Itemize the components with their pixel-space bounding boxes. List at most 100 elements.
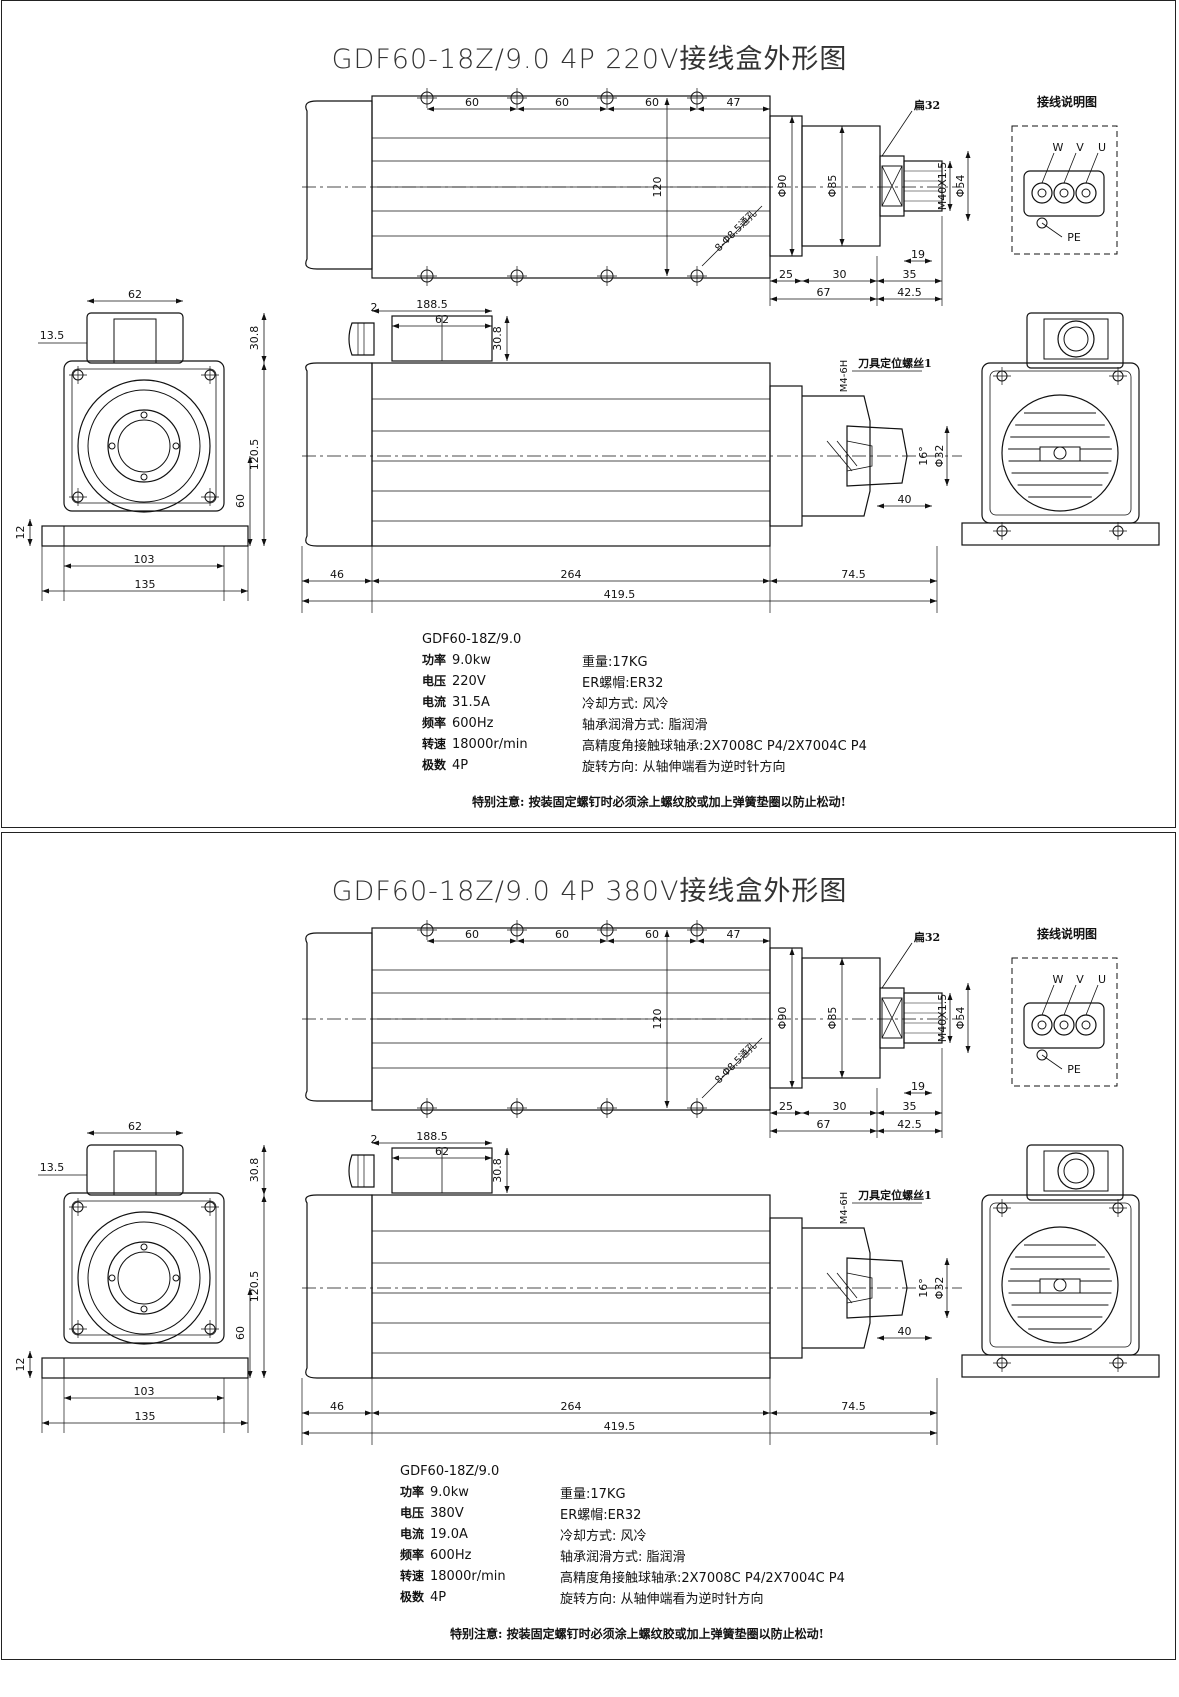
dimension-label: 35 xyxy=(903,1100,917,1113)
dimension-arrow xyxy=(27,519,33,526)
terminal-pin xyxy=(1081,1020,1091,1030)
spindle-nose xyxy=(801,125,881,247)
dimension-arrow xyxy=(839,1071,845,1078)
bore-circle xyxy=(107,409,181,483)
collet-nut-side xyxy=(846,1257,908,1319)
dimension-arrow xyxy=(870,296,877,302)
dimension-arrow xyxy=(904,258,911,264)
dimension-arrow xyxy=(517,938,524,944)
dimension-label: Φ54 xyxy=(954,1007,967,1030)
dimension-label: 19 xyxy=(911,248,925,261)
dimension-label: 188.5 xyxy=(416,1130,448,1143)
terminal-ring xyxy=(1075,1014,1097,1036)
holes-note: 8-Φ8.5通孔 xyxy=(713,1040,759,1086)
dimension-label: 120 xyxy=(651,177,664,198)
screw-note: 刀具定位螺丝1 xyxy=(858,1188,932,1202)
dimension-arrow xyxy=(935,1128,942,1134)
spec-line: 冷却方式: 风冷 xyxy=(582,697,669,712)
leader-line xyxy=(701,1037,763,1099)
dimension-label: Φ90 xyxy=(776,1007,789,1030)
terminal-ring xyxy=(1053,182,1075,204)
pe-leader xyxy=(1041,222,1063,238)
dimension-arrow xyxy=(839,126,845,133)
pe-symbol xyxy=(1036,217,1048,229)
dimension-arrow xyxy=(947,993,953,1000)
rear-mounting-foot xyxy=(961,522,1160,546)
junction-box-cover xyxy=(113,1150,157,1196)
dimension-arrow xyxy=(372,308,379,314)
dimension-label: 62 xyxy=(435,313,449,326)
dimension-label: Φ85 xyxy=(826,1007,839,1030)
dimension-arrow xyxy=(697,106,704,112)
cable-gland xyxy=(348,1154,375,1188)
dimension-arrow xyxy=(247,1288,253,1295)
spec-block-right: 重量:17KG ER螺帽:ER32 冷却方式: 风冷 轴承润滑方式: 脂润滑 高… xyxy=(582,652,867,778)
terminal-ring xyxy=(1031,182,1053,204)
dimension-arrow xyxy=(935,278,942,284)
dimension-arrow xyxy=(64,1395,71,1401)
gland-rear xyxy=(1057,1152,1095,1190)
dimension-arrow xyxy=(795,1110,802,1116)
dimension-arrow xyxy=(802,278,809,284)
dimension-arrow xyxy=(770,1110,777,1116)
dimension-label: 35 xyxy=(903,268,917,281)
dimension-arrow xyxy=(965,151,971,158)
small-hole xyxy=(108,442,116,450)
dimension-label: 16° xyxy=(917,446,930,466)
dimension-arrow xyxy=(247,456,253,463)
dimension-arrow xyxy=(664,1101,670,1108)
dimension-arrow xyxy=(42,1420,49,1426)
dimension-label: 74.5 xyxy=(841,568,866,581)
flat-square xyxy=(881,165,903,207)
dimension-arrow xyxy=(600,106,607,112)
dimension-arrow xyxy=(930,598,937,604)
dimension-arrow xyxy=(510,938,517,944)
dimension-label: 46 xyxy=(330,1400,344,1413)
dimension-label: 67 xyxy=(817,286,831,299)
dimension-arrow xyxy=(925,1090,932,1096)
dimension-arrow xyxy=(839,958,845,965)
terminal-leader xyxy=(1041,984,1055,1016)
mounting-foot xyxy=(41,525,249,547)
junction-box-rear xyxy=(1026,1144,1124,1201)
dimension-label: 2 xyxy=(371,301,378,314)
spec-line: 重量:17KG xyxy=(560,1487,626,1502)
dimension-arrow xyxy=(925,258,932,264)
dimension-arrow xyxy=(789,116,795,123)
grille-center xyxy=(1053,446,1067,460)
dimension-arrow xyxy=(877,503,884,509)
dimension-arrow xyxy=(944,1258,950,1265)
dimension-label: Φ32 xyxy=(933,1277,946,1300)
flat-diagonal xyxy=(881,165,903,207)
dimension-label: 60 xyxy=(645,928,659,941)
dimension-label: 42.5 xyxy=(897,286,922,299)
wiring-box xyxy=(1011,957,1118,1087)
small-hole xyxy=(140,1305,148,1313)
dimension-label: Φ54 xyxy=(954,175,967,198)
rear-cover-inner xyxy=(989,370,1132,516)
thread-note: M4-6H xyxy=(839,360,850,392)
spec-line: 旋转方向: 从轴伸端看为逆时针方向 xyxy=(582,760,786,775)
terminal-label: U xyxy=(1098,141,1106,154)
dimension-arrow xyxy=(770,278,777,284)
front-flange-plate xyxy=(63,360,225,512)
dimension-arrow xyxy=(247,539,253,546)
dimension-label: 60 xyxy=(555,928,569,941)
dimension-arrow xyxy=(965,214,971,221)
dimension-arrow xyxy=(261,539,267,546)
dimension-arrow xyxy=(770,1410,777,1416)
hatch xyxy=(836,440,858,467)
dimension-arrow xyxy=(176,298,183,304)
dimension-arrow xyxy=(664,98,670,105)
er-nut xyxy=(903,992,943,1044)
spindle-nose xyxy=(801,957,881,1079)
dimension-label: 13.5 xyxy=(40,1161,65,1174)
terminal-leader xyxy=(1063,152,1077,184)
dimension-arrow xyxy=(365,578,372,584)
